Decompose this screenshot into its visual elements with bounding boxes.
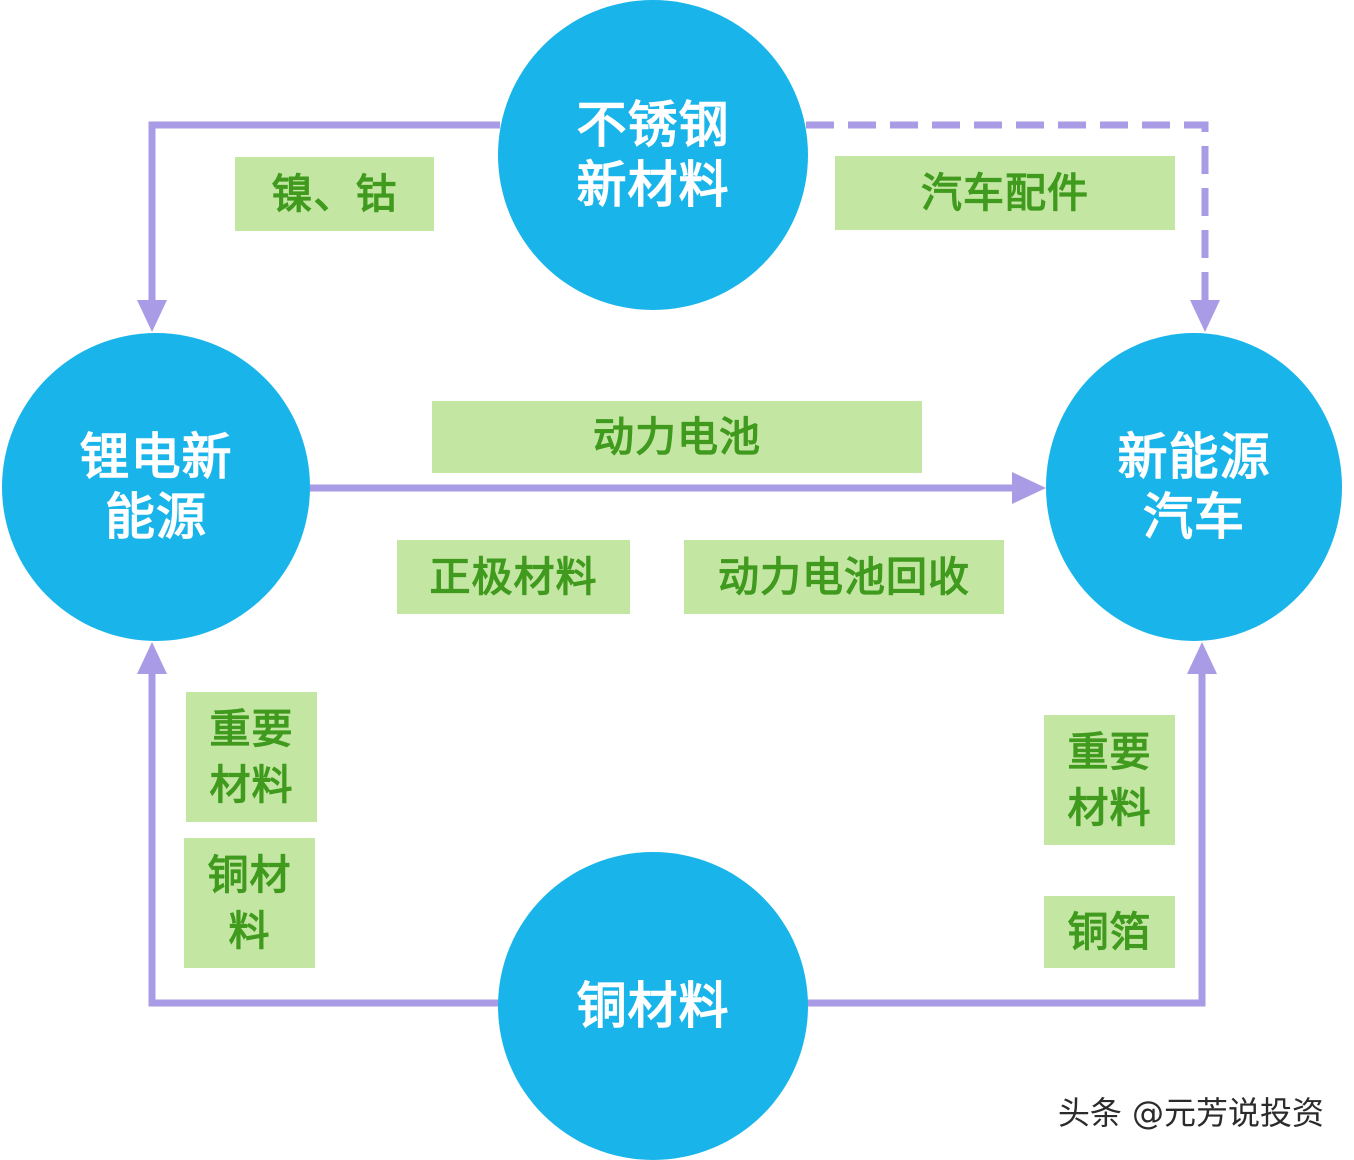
label-auto-parts: 汽车配件 bbox=[835, 156, 1175, 230]
node-new-energy-vehicle-text: 新能源 汽车 bbox=[1117, 428, 1271, 546]
arrowhead-right-middle bbox=[1012, 472, 1046, 504]
node-stainless-steel-text: 不锈钢 新材料 bbox=[576, 96, 730, 214]
arrowhead-up-right bbox=[1187, 642, 1217, 674]
node-lithium-energy-text: 锂电新 能源 bbox=[79, 428, 233, 546]
label-nickel-cobalt: 镍、钴 bbox=[235, 157, 434, 231]
node-copper-material-text: 铜材料 bbox=[576, 977, 730, 1035]
label-copper-foil: 铜箔 bbox=[1044, 896, 1175, 968]
node-lithium-energy: 锂电新 能源 bbox=[2, 333, 310, 641]
connector-stainless-to-nev bbox=[806, 121, 1209, 305]
node-copper-material: 铜材料 bbox=[498, 852, 808, 1160]
watermark-text: 头条 @元芳说投资 bbox=[1057, 1094, 1324, 1132]
label-important-material-right: 重要 材料 bbox=[1044, 715, 1175, 845]
arrowhead-up-left bbox=[137, 642, 167, 674]
label-important-material-left: 重要 材料 bbox=[186, 692, 317, 822]
arrowhead-down-right bbox=[1190, 300, 1220, 332]
arrowhead-down-left bbox=[137, 300, 167, 332]
connector-stainless-to-lithium bbox=[148, 121, 500, 305]
node-stainless-steel: 不锈钢 新材料 bbox=[498, 0, 808, 310]
label-copper-material-left: 铜材 料 bbox=[184, 838, 315, 968]
node-new-energy-vehicle: 新能源 汽车 bbox=[1046, 333, 1342, 641]
label-battery-recycling: 动力电池回收 bbox=[684, 540, 1004, 614]
connector-copper-to-nev bbox=[806, 668, 1206, 1007]
connector-copper-to-lithium bbox=[148, 668, 500, 1007]
label-cathode-material: 正极材料 bbox=[397, 540, 630, 614]
label-power-battery: 动力电池 bbox=[432, 401, 922, 473]
